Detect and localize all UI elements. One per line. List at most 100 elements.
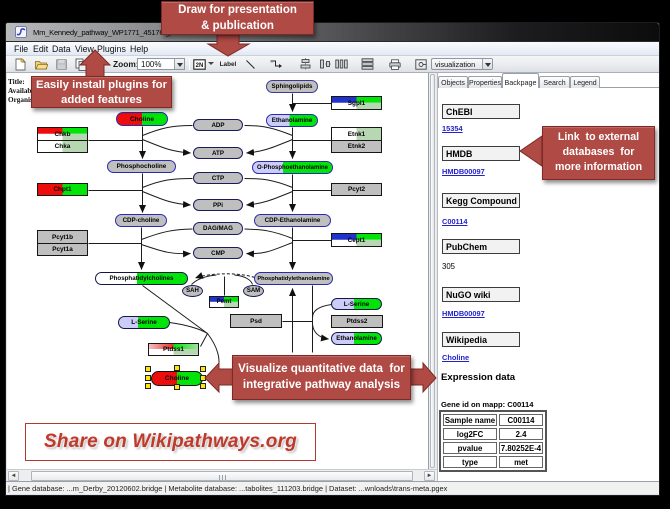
node-sah[interactable]: SAH xyxy=(182,285,203,297)
tab-search[interactable]: Search xyxy=(539,76,570,88)
pathway-edge[interactable] xyxy=(200,333,208,347)
node-ptdss1[interactable]: Ptdss1 xyxy=(148,343,199,356)
title-bar[interactable]: Mm_Kennedy_pathway_WP1771_45176.gpml xyxy=(6,23,659,42)
link-hmdb-id[interactable]: HMDB00097 xyxy=(442,167,485,176)
pathway-edge[interactable] xyxy=(246,139,293,156)
tab-legend[interactable]: Legend xyxy=(570,76,600,88)
new-file-icon[interactable] xyxy=(14,57,27,71)
pathway-edge[interactable] xyxy=(142,191,191,208)
node-o-phosphoethanolamine[interactable]: O-Phosphoethanolamine xyxy=(252,161,333,174)
align-horizontal-icon[interactable] xyxy=(318,57,332,71)
node-sam[interactable]: SAM xyxy=(243,285,264,297)
pathway-edge[interactable] xyxy=(244,178,293,188)
pathway-edge[interactable] xyxy=(142,285,208,334)
node-atp[interactable]: ATP xyxy=(193,147,243,159)
align-center-icon[interactable] xyxy=(299,57,312,71)
node-row-chkb[interactable]: Chkb xyxy=(38,128,87,140)
line-tool-icon[interactable] xyxy=(244,57,256,71)
node-row-etnk1[interactable]: Etnk1 xyxy=(332,128,381,140)
pathway-edge[interactable] xyxy=(141,244,191,258)
node-ctp[interactable]: CTP xyxy=(193,172,243,184)
node-row-chka[interactable]: Chka xyxy=(38,140,87,152)
paste-icon[interactable] xyxy=(87,57,99,71)
pathway-edge[interactable] xyxy=(207,333,220,381)
node-sphingolipids[interactable]: Sphingolipids xyxy=(266,80,318,93)
link-wikipedia-choline[interactable]: Choline xyxy=(442,353,470,362)
menu-help[interactable]: Help xyxy=(130,43,149,54)
node-cdp-ethanolamine[interactable]: CDP-Ethanolamine xyxy=(254,214,331,227)
pathway-edge[interactable] xyxy=(195,272,255,279)
menu-edit[interactable]: Edit xyxy=(33,43,49,54)
node-psd[interactable]: Psd xyxy=(230,314,282,328)
label-tool[interactable]: Label xyxy=(219,60,237,68)
node-ethanolamine-bottom[interactable]: Ethanolamine xyxy=(331,332,382,345)
node-sgpl1[interactable]: Sgpl1 xyxy=(331,96,382,110)
selection-handle[interactable] xyxy=(200,366,206,372)
distribute-vertical-icon[interactable] xyxy=(360,57,374,71)
node-phosphatidylcholines[interactable]: Phosphatidylcholines xyxy=(95,272,188,285)
pathway-edge[interactable] xyxy=(142,139,191,156)
canvas-vscrollbar[interactable] xyxy=(429,73,436,469)
selection-handle[interactable] xyxy=(174,384,180,390)
link-kegg-id[interactable]: C00114 xyxy=(442,217,468,226)
hscroll-right-icon[interactable]: ► xyxy=(424,471,435,481)
selection-handle[interactable] xyxy=(200,375,206,381)
tab-objects[interactable]: Objects xyxy=(438,76,468,88)
node-ptdss2[interactable]: Ptdss2 xyxy=(331,315,383,328)
node-pcyt2[interactable]: Pcyt2 xyxy=(331,183,382,196)
menu-view[interactable]: View xyxy=(75,43,94,54)
pathway-edge[interactable] xyxy=(141,228,193,240)
selection-handle[interactable] xyxy=(145,375,151,381)
hscroll-left-icon[interactable]: ◄ xyxy=(8,471,19,481)
node-phosphocholine[interactable]: Phosphocholine xyxy=(107,160,176,173)
vscrollbar-thumb[interactable] xyxy=(430,74,435,468)
pathway-edge[interactable] xyxy=(312,324,329,342)
selection-handle[interactable] xyxy=(145,383,151,389)
node-row-etnk2[interactable]: Etnk2 xyxy=(332,140,381,152)
tab-backpage[interactable]: Backpage xyxy=(502,73,539,88)
pathway-edge[interactable] xyxy=(246,191,293,208)
pathway-edge[interactable] xyxy=(244,125,293,136)
open-folder-icon[interactable] xyxy=(34,57,48,71)
datanode-dropdown-icon[interactable] xyxy=(207,57,215,69)
tab-properties[interactable]: Properties xyxy=(468,76,502,88)
pathway-edge[interactable] xyxy=(244,228,293,239)
selection-handle[interactable] xyxy=(200,383,206,389)
link-nugo-id[interactable]: HMDB00097 xyxy=(442,309,485,318)
layout-icon[interactable] xyxy=(414,57,427,71)
node-choline-top[interactable]: Choline xyxy=(116,112,168,126)
connector-tool-icon[interactable] xyxy=(269,57,282,71)
distribute-horizontal-icon[interactable] xyxy=(334,57,348,71)
visualization-combobox[interactable]: visualization xyxy=(431,58,493,70)
pathway-edge[interactable] xyxy=(246,242,293,258)
menu-data[interactable]: Data xyxy=(52,43,71,54)
node-row-pcyt1b[interactable]: Pcyt1b xyxy=(38,231,87,243)
pathway-edge[interactable] xyxy=(142,125,193,136)
copy-icon[interactable] xyxy=(74,57,88,71)
datanode-tool-icon[interactable]: 2N xyxy=(193,57,206,71)
node-ethanolamine-top[interactable]: Ethanolamine xyxy=(266,114,318,127)
canvas-hscrollbar[interactable]: ◄ ► xyxy=(7,469,437,481)
node-dag-mag[interactable]: DAG/MAG xyxy=(193,222,243,235)
node-l-serine-right[interactable]: L-Serine xyxy=(331,298,382,310)
pathway-edge[interactable] xyxy=(312,304,332,318)
zoom-dropdown-icon[interactable] xyxy=(174,59,184,69)
pathway-edge[interactable] xyxy=(234,274,253,285)
pathway-edge[interactable] xyxy=(169,322,208,334)
menu-plugins[interactable]: Plugins xyxy=(97,43,126,54)
selection-handle[interactable] xyxy=(174,365,180,371)
pathway-edge[interactable] xyxy=(142,178,193,188)
save-icon[interactable] xyxy=(55,57,68,71)
zoom-combobox[interactable]: 100% xyxy=(137,58,185,70)
node-ppi[interactable]: PPi xyxy=(193,199,243,211)
menu-file[interactable]: File xyxy=(14,43,29,54)
visualization-dropdown-icon[interactable] xyxy=(482,59,492,69)
node-row-pcyt1a[interactable]: Pcyt1a xyxy=(38,243,87,255)
hscrollbar-thumb[interactable] xyxy=(31,471,413,481)
selection-handle[interactable] xyxy=(145,366,151,372)
node-cept1[interactable]: Cept1 xyxy=(331,233,382,247)
